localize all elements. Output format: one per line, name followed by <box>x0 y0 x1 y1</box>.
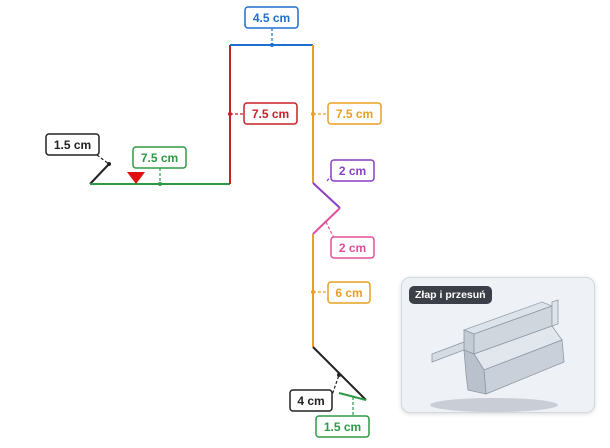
hem-foot-segment <box>338 392 367 401</box>
svg-text:1.5 cm: 1.5 cm <box>324 420 361 434</box>
dim-right-wall[interactable]: 7.5 cm <box>327 102 382 125</box>
dim-lower-wall[interactable]: 6 cm <box>327 281 371 304</box>
dim-notch-lower[interactable]: 2 cm <box>330 236 375 259</box>
svg-text:4 cm: 4 cm <box>297 394 324 408</box>
svg-text:7.5 cm: 7.5 cm <box>141 151 178 165</box>
svg-text:4.5 cm: 4.5 cm <box>253 11 290 25</box>
notch-upper-segment <box>312 182 341 209</box>
svg-text:1.5 cm: 1.5 cm <box>54 138 91 152</box>
leader-line <box>330 374 340 399</box>
vertex-dot <box>337 373 341 377</box>
svg-text:2 cm: 2 cm <box>339 164 366 178</box>
dim-top-width[interactable]: 4.5 cm <box>244 6 299 29</box>
preview-card[interactable]: Złap i przesuń <box>401 277 595 413</box>
vertex-dot <box>107 162 111 166</box>
dim-hem-foot[interactable]: 1.5 cm <box>315 415 370 438</box>
dim-diag-foot[interactable]: 4 cm <box>289 389 333 412</box>
svg-text:7.5 cm: 7.5 cm <box>336 107 373 121</box>
notch-lower-segment <box>312 207 341 235</box>
leader-line <box>325 221 335 239</box>
dim-left-wall[interactable]: 7.5 cm <box>243 102 298 125</box>
svg-text:6 cm: 6 cm <box>335 286 362 300</box>
warning-triangle-icon <box>127 172 145 184</box>
hem-left-segment <box>89 163 110 185</box>
3d-profile-preview-icon[interactable] <box>402 278 594 412</box>
svg-text:7.5 cm: 7.5 cm <box>252 107 289 121</box>
drag-hint-badge: Złap i przesuń <box>409 286 492 304</box>
dim-hem-left[interactable]: 1.5 cm <box>45 133 100 156</box>
svg-text:2 cm: 2 cm <box>339 241 366 255</box>
leader-line <box>96 154 110 165</box>
dim-notch-upper[interactable]: 2 cm <box>330 159 375 182</box>
dim-bottom-flange[interactable]: 7.5 cm <box>132 146 187 169</box>
